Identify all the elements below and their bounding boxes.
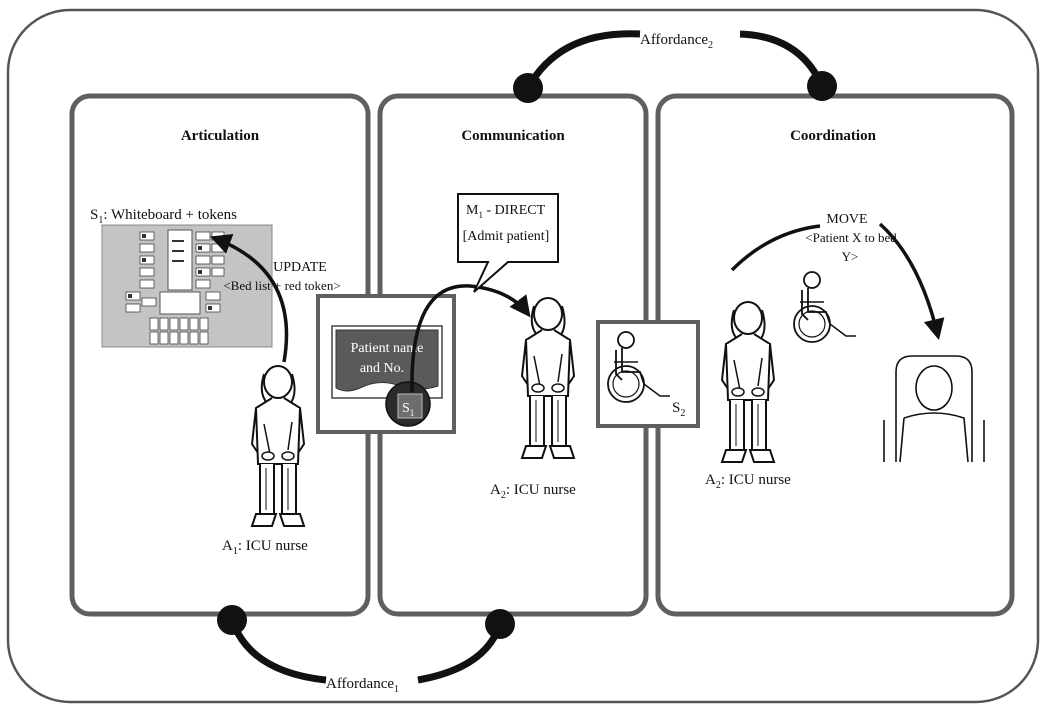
communication-title: Communication xyxy=(461,128,565,144)
move-detail-line1: <Patient X to bed xyxy=(805,230,897,245)
direct-arrow xyxy=(410,284,531,393)
message-line1: M1 - DIRECT xyxy=(466,203,546,220)
affordance-bottom-connector xyxy=(228,618,504,684)
card-badge-label: S1 xyxy=(402,401,414,418)
update-arrow xyxy=(210,234,289,363)
whiteboard-image xyxy=(101,224,273,348)
patient-card-line2: and No. xyxy=(360,361,404,376)
articulation-title: Articulation xyxy=(181,128,260,144)
affordance-bottom-label: Affordance1 xyxy=(326,676,399,695)
coordination-title: Coordination xyxy=(790,128,877,144)
coordination-panel xyxy=(655,93,1015,617)
nurse-a2-coordination-label: A2: ICU nurse xyxy=(705,472,791,491)
update-label: UPDATE xyxy=(273,260,327,275)
patient-card: Patient name and No. xyxy=(331,325,443,399)
wheelchair-label: S2 xyxy=(672,400,685,419)
nurse-a1-label: A1: ICU nurse xyxy=(222,538,308,557)
affordance-bottom-right-node xyxy=(485,609,515,639)
move-arrow-start xyxy=(730,224,821,272)
whiteboard-label: S1: Whiteboard + tokens xyxy=(90,207,237,226)
wheelchair-frame xyxy=(596,320,700,428)
move-label: MOVE xyxy=(826,212,867,227)
message-bubble xyxy=(457,193,559,293)
patient-in-bed-icon xyxy=(883,355,985,463)
message-line2: [Admit patient] xyxy=(463,229,550,244)
affordance-top-label: Affordance2 xyxy=(640,32,713,51)
update-detail-label: <Bed list + red token> xyxy=(223,278,340,293)
nurse-a2-communication-label: A2: ICU nurse xyxy=(490,482,576,501)
move-detail-line2: Y> xyxy=(842,249,859,264)
move-arrow xyxy=(878,222,945,341)
affordance-top-left-node xyxy=(513,73,543,103)
affordance-bottom-left-node xyxy=(217,605,247,635)
card-badge-box xyxy=(397,393,423,419)
affordance-top-right-node xyxy=(807,71,837,101)
outer-frame xyxy=(6,8,1040,704)
patient-card-line1: Patient name xyxy=(351,341,424,356)
